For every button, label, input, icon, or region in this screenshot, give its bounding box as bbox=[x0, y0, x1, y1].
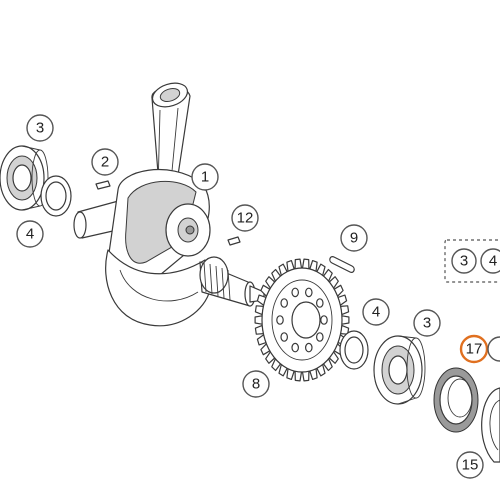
sprocket-hole bbox=[304, 342, 313, 353]
part-sprocket[interactable] bbox=[254, 258, 350, 382]
svg-text:4: 4 bbox=[489, 253, 497, 270]
sprocket-hole bbox=[280, 332, 289, 342]
callout-12[interactable]: 12 bbox=[231, 204, 259, 232]
part-spacer-sleeve[interactable] bbox=[481, 387, 500, 463]
svg-text:4: 4 bbox=[26, 226, 34, 243]
sprocket-hole bbox=[320, 315, 328, 325]
part-shim-left[interactable] bbox=[40, 175, 72, 217]
svg-text:12: 12 bbox=[237, 210, 254, 227]
sprocket-hole bbox=[280, 298, 289, 308]
sprocket-hole bbox=[291, 342, 300, 353]
svg-text:15: 15 bbox=[462, 457, 479, 474]
callout-2[interactable]: 2 bbox=[91, 148, 119, 176]
callout-15[interactable]: 15 bbox=[456, 451, 484, 479]
part-pin[interactable] bbox=[329, 256, 355, 273]
svg-text:9: 9 bbox=[350, 230, 358, 247]
part-bearing-middle[interactable] bbox=[373, 335, 426, 405]
sprocket-tooth bbox=[341, 315, 350, 325]
svg-text:2: 2 bbox=[101, 154, 109, 171]
sprocket-tooth bbox=[301, 258, 310, 270]
callout-4-kit[interactable]: 4 bbox=[480, 248, 500, 274]
sprocket-tooth bbox=[301, 370, 310, 382]
part-key-small[interactable] bbox=[227, 236, 241, 246]
callout-8[interactable]: 8 bbox=[242, 370, 270, 398]
callout-4-left[interactable]: 4 bbox=[16, 220, 44, 248]
svg-text:3: 3 bbox=[423, 315, 431, 332]
svg-text:8: 8 bbox=[252, 376, 260, 393]
svg-text:3: 3 bbox=[460, 253, 468, 270]
svg-text:17: 17 bbox=[466, 341, 483, 358]
part-shaft-seal[interactable] bbox=[433, 367, 479, 433]
sprocket-tooth bbox=[294, 258, 303, 270]
svg-text:4: 4 bbox=[372, 304, 380, 321]
sprocket-hole bbox=[304, 287, 313, 298]
part-shim-middle[interactable] bbox=[339, 330, 369, 370]
callout-3-middle[interactable]: 3 bbox=[413, 309, 441, 337]
sprocket-hole bbox=[315, 298, 324, 308]
sprocket-hole bbox=[276, 315, 284, 325]
callout-1[interactable]: 1 bbox=[191, 163, 219, 191]
part-bearing-left[interactable] bbox=[0, 145, 49, 211]
callout-partial-right[interactable] bbox=[487, 336, 500, 362]
part-woodruff-key[interactable] bbox=[95, 180, 111, 190]
kit-box bbox=[444, 239, 500, 283]
callout-17-highlighted[interactable]: 17 bbox=[459, 334, 489, 364]
sprocket-tooth bbox=[254, 315, 263, 325]
callout-4-middle[interactable]: 4 bbox=[362, 298, 390, 326]
callout-3-kit[interactable]: 3 bbox=[451, 248, 477, 274]
callout-3-left[interactable]: 3 bbox=[26, 114, 54, 142]
sprocket-hole bbox=[291, 287, 300, 298]
svg-text:3: 3 bbox=[36, 120, 44, 137]
callout-9[interactable]: 9 bbox=[340, 224, 368, 252]
part-crankshaft[interactable] bbox=[73, 79, 265, 327]
sprocket-tooth bbox=[294, 370, 303, 382]
svg-text:1: 1 bbox=[201, 169, 209, 186]
sprocket-hole bbox=[315, 332, 324, 342]
